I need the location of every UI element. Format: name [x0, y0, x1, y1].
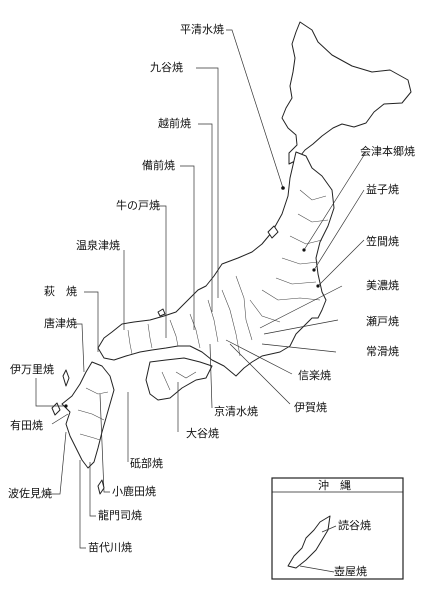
- leader-naeshirogawa: [79, 460, 86, 549]
- label-kutani: 九谷焼: [150, 61, 183, 74]
- sado-island: [267, 225, 279, 239]
- label-onsentsu: 温泉津焼: [76, 239, 120, 252]
- leader-hirashimizu: [226, 29, 284, 189]
- label-iga: 伊賀焼: [294, 401, 327, 414]
- honshu-island: [97, 151, 335, 377]
- okinawa-inset-frame: [271, 477, 404, 580]
- leader-echizen: [198, 123, 213, 312]
- leader-lines: [35, 29, 367, 549]
- tanegashima-island: [97, 479, 105, 495]
- leader-shigaraki: [225, 339, 293, 375]
- label-onta: 小鹿田焼: [112, 485, 156, 498]
- leader-kutani: [196, 67, 219, 298]
- label-hasami: 波佐見焼: [8, 487, 52, 500]
- leader-tsuboya: [299, 565, 335, 573]
- leader-karatsu: [74, 323, 85, 373]
- label-hirashimizu: 平清水焼: [180, 23, 224, 36]
- leader-hasami: [44, 431, 67, 495]
- leader-iga: [229, 343, 291, 405]
- leader-mino: [259, 285, 343, 329]
- leader-imari: [35, 378, 64, 407]
- kiln-dots: [64, 186, 320, 408]
- prefecture-borders: [77, 189, 329, 441]
- leader-kasama: [317, 239, 365, 287]
- label-kasama: 笠間焼: [366, 235, 399, 248]
- kyushu-island: [61, 361, 115, 469]
- leader-hagi: [84, 291, 99, 352]
- leader-bizen: [180, 165, 195, 330]
- label-tokoname: 常滑焼: [366, 345, 399, 358]
- label-karatsu: 唐津焼: [44, 317, 77, 330]
- shikoku-island: [145, 357, 213, 401]
- leader-ushinoto: [156, 205, 167, 338]
- goto-island: [51, 402, 61, 416]
- label-tobe: 砥部焼: [130, 457, 163, 470]
- leader-seto: [263, 319, 339, 335]
- leader-ryumonji: [89, 462, 96, 517]
- label-mashiko: 益子焼: [366, 183, 399, 196]
- label-tsuboya: 壺屋焼: [334, 565, 367, 578]
- label-echizen: 越前焼: [158, 117, 191, 130]
- label-hagi: 萩 焼: [44, 285, 77, 298]
- hokkaido-island: [281, 21, 412, 165]
- leader-onta: [99, 393, 110, 493]
- label-mino: 美濃焼: [366, 279, 399, 292]
- leader-yomitan: [321, 525, 337, 533]
- label-kyokiyomizu: 京清水焼: [214, 405, 258, 418]
- oki-island: [157, 308, 166, 317]
- leader-arita: [51, 413, 69, 425]
- label-seto: 瀬戸焼: [366, 315, 399, 328]
- label-shigaraki: 信楽焼: [298, 369, 331, 382]
- label-ushinoto: 牛の戸焼: [116, 199, 160, 212]
- leader-kyokiyomizu: [209, 343, 213, 409]
- leader-tokoname: [261, 343, 337, 353]
- label-otani: 大谷焼: [186, 427, 219, 440]
- label-bizen: 備前焼: [142, 159, 175, 172]
- okinawa-island: [287, 515, 331, 569]
- label-aizuhongo: 会津本郷焼: [360, 145, 415, 158]
- leader-mashiko: [313, 189, 365, 271]
- label-ryumonji: 龍門司焼: [98, 509, 142, 522]
- okinawa-inset-title: 沖 縄: [318, 479, 351, 492]
- label-arita: 有田焼: [10, 419, 43, 432]
- tsushima-island: [62, 369, 70, 387]
- label-naeshirogawa: 苗代川焼: [88, 541, 132, 554]
- leader-aizuhongo: [303, 151, 367, 251]
- label-imari: 伊万里焼: [10, 363, 54, 376]
- label-yomitan: 読谷焼: [338, 519, 371, 532]
